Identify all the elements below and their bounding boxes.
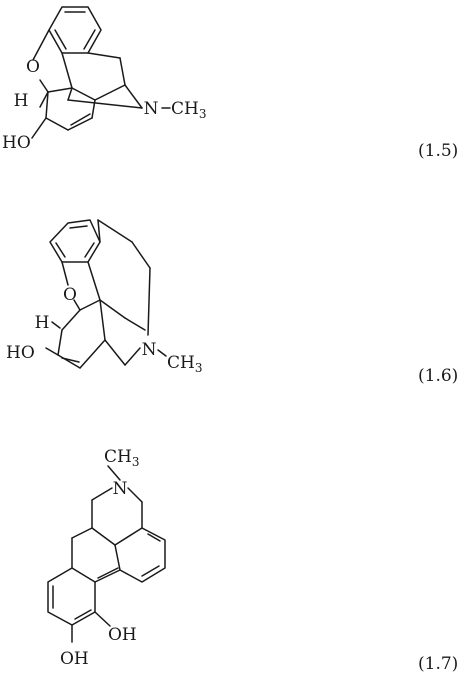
structure-1-6: O H HO N CH3 — [6, 219, 202, 375]
oxygen-atom-label: O — [26, 57, 40, 77]
oxygen-atom-label: O — [63, 285, 77, 305]
hydrogen-atom-label: H — [35, 313, 50, 333]
nitrogen-atom-label: N — [142, 340, 157, 360]
structure-1-7: CH3 N OH OH — [47, 447, 166, 669]
equation-label-1-5: (1.5) — [418, 141, 459, 161]
equation-label-1-7: (1.7) — [418, 654, 459, 674]
nitrogen-atom-label: N — [144, 99, 159, 119]
equation-label-1-6: (1.6) — [418, 366, 459, 386]
methyl-label: CH3 — [167, 353, 202, 375]
nitrogen-atom-label: N — [113, 479, 128, 499]
hydroxyl-label-lower: OH — [60, 649, 89, 669]
hydroxyl-label-upper: OH — [108, 625, 137, 645]
structure-1-5: O H HO N CH3 — [2, 6, 206, 153]
methyl-label: CH3 — [171, 99, 206, 121]
hydroxyl-label: HO — [6, 343, 35, 363]
methyl-label: CH3 — [104, 447, 139, 469]
hydrogen-atom-label: H — [14, 91, 29, 111]
hydroxyl-label: HO — [2, 133, 31, 153]
